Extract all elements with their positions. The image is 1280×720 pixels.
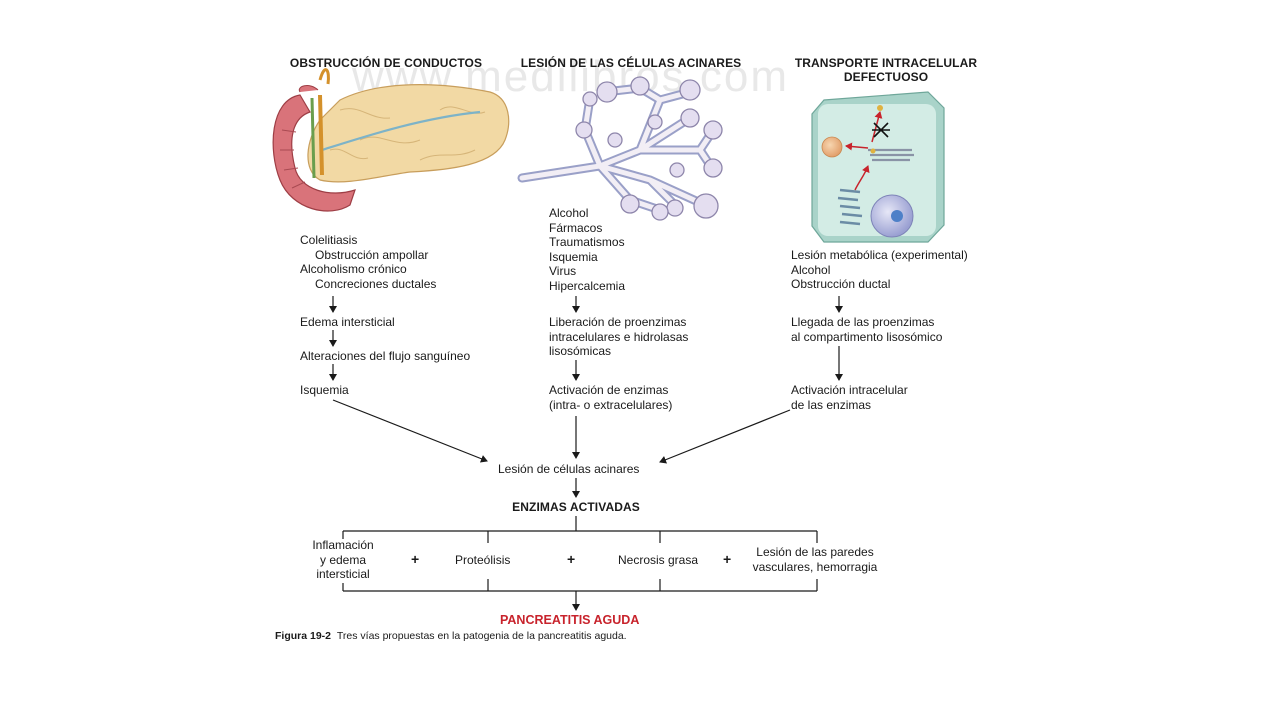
step-line: Liberación de proenzimas <box>549 315 687 329</box>
left-step-blood-flow: Alteraciones del flujo sanguíneo <box>300 349 471 363</box>
cause-item: Obstrucción ampollar <box>315 247 429 262</box>
acute-pancreatitis: PANCREATITIS AGUDA <box>500 613 640 627</box>
heading-defective-transport: TRANSPORTE INTRACELULAR DEFECTUOSO <box>780 56 992 84</box>
cause-item: Concreciones ductales <box>315 276 437 291</box>
step-line: Activación de enzimas <box>549 383 669 397</box>
left-causes: Colelitiasis Obstrucción ampollar Alcoho… <box>300 233 436 291</box>
activated-enzymes: ENZIMAS ACTIVADAS <box>512 500 640 514</box>
heading-defective-transport-line1: TRANSPORTE INTRACELULAR <box>794 56 978 70</box>
effect-line: Lesión de las paredes <box>756 545 874 559</box>
step-line: intracelulares e hidrolasas <box>549 329 689 344</box>
middle-causes: Alcohol Fármacos Traumatismos Isquemia V… <box>549 206 625 293</box>
cause-item: Alcohol <box>791 262 831 277</box>
cause-item: Colelitiasis <box>300 233 358 247</box>
figure-caption-text: Tres vías propuestas en la patogenia de … <box>336 630 627 642</box>
middle-step-proenzyme-release: Liberación de proenzimas intracelulares … <box>549 315 688 359</box>
cause-item: Obstrucción ductal <box>791 277 891 291</box>
cause-item: Fármacos <box>549 220 603 235</box>
left-step-ischemia: Isquemia <box>300 383 349 397</box>
step-line: al compartimento lisosómico <box>791 329 943 344</box>
heading-duct-obstruction: OBSTRUCCIÓN DE CONDUCTOS <box>289 56 483 70</box>
heading-defective-transport-line2: DEFECTUOSO <box>843 70 929 84</box>
flow-arrows <box>329 296 843 611</box>
step-line: Activación intracelular <box>791 383 908 397</box>
heading-acinar-injury: LESIÓN DE LAS CÉLULAS ACINARES <box>520 56 742 70</box>
right-causes: Lesión metabólica (experimental) Alcohol… <box>791 248 968 292</box>
step-line: lisosómicas <box>549 344 612 358</box>
effect-line: vasculares, hemorragia <box>752 559 878 574</box>
plus-sign: + <box>411 551 420 567</box>
plus-sign: + <box>567 551 576 567</box>
effect-line: intersticial <box>316 567 370 581</box>
cause-item: Isquemia <box>549 249 598 264</box>
plus-sign: + <box>723 551 732 567</box>
effect-fat-necrosis: Necrosis grasa <box>618 553 699 567</box>
cause-item: Hipercalcemia <box>549 278 626 293</box>
figure-caption: Figura 19-2 Tres vías propuestas en la p… <box>275 630 627 642</box>
figure-label: Figura 19-2 <box>275 630 332 642</box>
effect-inflammation: Inflamación y edema intersticial <box>298 538 388 582</box>
cause-item: Alcohol <box>549 206 589 220</box>
cell-illustration <box>811 91 945 243</box>
middle-step-enzyme-activation: Activación de enzimas (intra- o extracel… <box>549 383 672 412</box>
effect-vascular-lesion: Lesión de las paredes vasculares, hemorr… <box>745 545 885 574</box>
acinar-tree-illustration <box>517 76 723 221</box>
left-step-edema: Edema intersticial <box>300 315 395 329</box>
right-step-intracellular-activation: Activación intracelular de las enzimas <box>791 383 908 412</box>
effect-proteolysis: Proteólisis <box>455 553 511 567</box>
pancreas-illustration <box>272 68 510 212</box>
effect-line: Inflamación <box>312 538 374 552</box>
cause-item: Virus <box>549 264 577 278</box>
cause-item: Alcoholismo crónico <box>300 262 407 276</box>
step-line: Llegada de las proenzimas <box>791 315 935 329</box>
step-line: de las enzimas <box>791 397 872 412</box>
cause-item: Traumatismos <box>549 235 625 249</box>
cause-item: Lesión metabólica (experimental) <box>791 248 968 262</box>
acinar-cell-injury: Lesión de células acinares <box>498 462 640 476</box>
effect-line: y edema <box>319 552 367 567</box>
step-line: (intra- o extracelulares) <box>549 397 673 412</box>
right-step-lysosomal: Llegada de las proenzimas al compartimen… <box>791 315 942 344</box>
